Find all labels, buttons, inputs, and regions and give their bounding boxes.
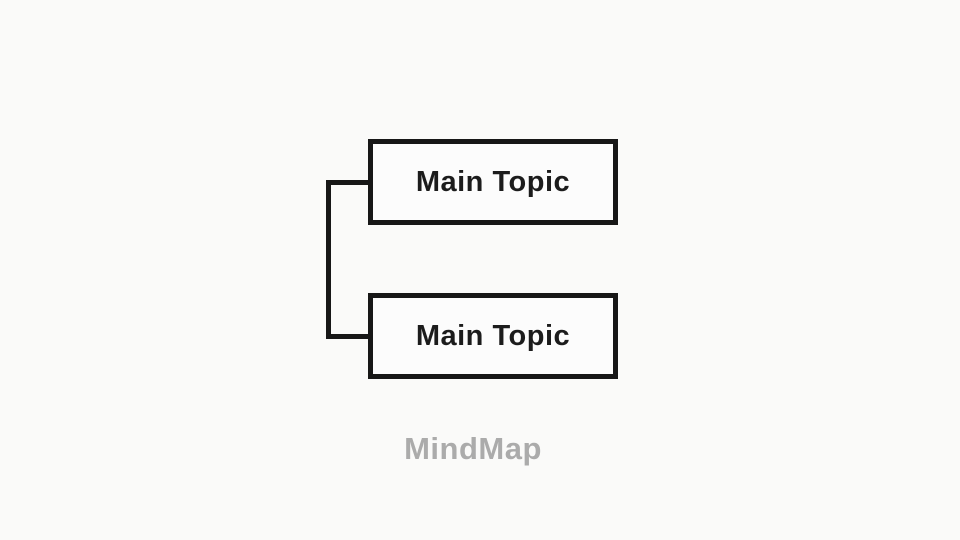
mindmap-node-1[interactable]: Main Topic (368, 139, 618, 225)
mindmap-node-2[interactable]: Main Topic (368, 293, 618, 379)
connector-vertical-line (326, 180, 331, 339)
node-label: Main Topic (415, 319, 571, 352)
node-label: Main Topic (415, 165, 571, 198)
connector-bottom-branch (326, 334, 372, 339)
connector-top-branch (326, 180, 372, 185)
mindmap-caption: MindMap (404, 431, 542, 466)
